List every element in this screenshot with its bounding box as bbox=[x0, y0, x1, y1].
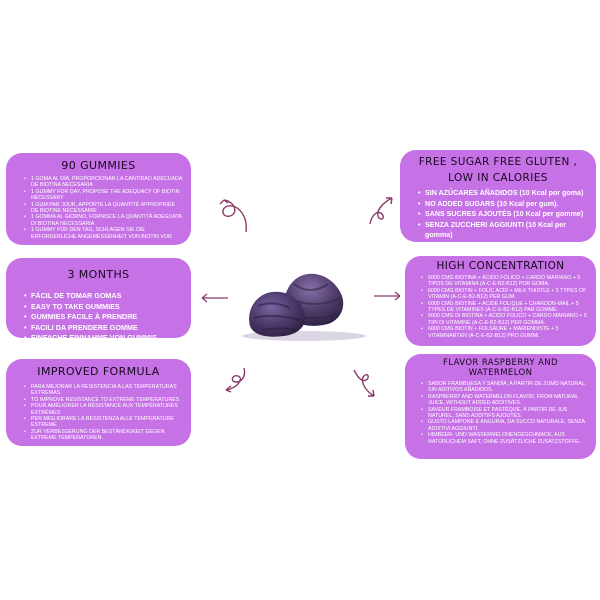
list-item: NO ADDED SUGARS (10 Kcal per gum). bbox=[418, 199, 590, 210]
feature-list: PARA MEJORAR LA RESISTENCIA A LAS TEMPER… bbox=[14, 384, 183, 442]
card-90-gummies: 90 GUMMIES 1 GOMA AL DÍA, PROPORCIONAR L… bbox=[6, 153, 191, 245]
card-title: 90 GUMMIES bbox=[61, 159, 136, 172]
feature-list: SIN AZÚCARES AÑADIDOS (10 Kcal por goma)… bbox=[406, 188, 590, 251]
list-item: EASY TO TAKE GUMMIES bbox=[24, 302, 183, 313]
card-title: HIGH CONCENTRATION bbox=[436, 260, 565, 272]
feature-list: FÁCIL DE TOMAR GOMAS EASY TO TAKE GUMMIE… bbox=[14, 291, 183, 344]
list-item: 1 GUMMY FÜR DEN TAG, SCHLAGEN SIE DIE ER… bbox=[24, 227, 183, 240]
list-item: 6000 CMG BIOTINA + ÁCIDO FÓLICO + CARDO … bbox=[421, 275, 590, 288]
arrow-left-icon bbox=[201, 293, 228, 303]
card-title: FREE SUGAR FREE GLUTEN , LOW IN CALORIES bbox=[406, 154, 590, 186]
card-title-line: LOW IN CALORIES bbox=[448, 172, 548, 184]
card-title: 3 MONTHS bbox=[67, 268, 130, 281]
curly-arrow-icon bbox=[353, 369, 375, 397]
card-sugar-free: FREE SUGAR FREE GLUTEN , LOW IN CALORIES… bbox=[400, 150, 596, 251]
feature-list: 6000 CMG BIOTINA + ÁCIDO FÓLICO + CARDO … bbox=[411, 275, 590, 339]
list-item: 6000 CMG DI BIOTINA + ACIDO FOLICO + CAR… bbox=[421, 313, 590, 326]
list-item: ZUR VERBESSERUNG DER BESTÄNDIGKEIT GEGEN… bbox=[24, 429, 183, 442]
card-flavor: FLAVOR RASPBERRY AND WATERMELON SABOR FR… bbox=[405, 354, 596, 459]
list-item: SAVEUR FRAMBOISE ET PASTÈQUE, À PARTIR D… bbox=[421, 407, 590, 420]
gummy-product-image bbox=[242, 273, 366, 341]
list-item: FÁCIL DE TOMAR GOMAS bbox=[24, 291, 183, 302]
list-item: GUMMIES FACILE À PRENDRE bbox=[24, 312, 183, 323]
list-item: SENZA ZUCCHERI AGGIUNTI (10 Kcal per gom… bbox=[418, 220, 590, 241]
list-item: RASPBERRY AND WATERMELON FLAVOR, FROM NA… bbox=[421, 394, 590, 407]
list-item: 6000 CMG BIOTIN + FOLSÄURE + MARIENDISTE… bbox=[421, 326, 590, 339]
card-improved-formula: IMPROVED FORMULA PARA MEJORAR LA RESISTE… bbox=[6, 359, 191, 446]
list-item: HIMBEER- UND WASSERMELONENGESCHMACK, AUS… bbox=[421, 432, 590, 445]
list-item: FACILI DA PRENDERE GOMME bbox=[24, 323, 183, 334]
list-item: SIN AZÚCARES AÑADIDOS (10 Kcal por goma) bbox=[418, 188, 590, 199]
list-item: 1 GOMA AL DÍA, PROPORCIONAR LA CANTIDAD … bbox=[24, 176, 183, 189]
list-item: 1 GUM PAR JOUR, APPORTE LA QUANTITÉ APPR… bbox=[24, 202, 183, 215]
list-item: PER MIGLIORARE LA RESISTENZA ALLE TEMPER… bbox=[24, 416, 183, 429]
list-item: SANS SUCRES AJOUTÉS (10 Kcal per gomme) bbox=[418, 209, 590, 220]
feature-list: 1 GOMA AL DÍA, PROPORCIONAR LA CANTIDAD … bbox=[14, 176, 183, 240]
card-title: IMPROVED FORMULA bbox=[37, 365, 160, 378]
list-item: 1 GUMMY FOR DAY, PROPOSE THE ADEQUACY OF… bbox=[24, 189, 183, 202]
curly-arrow-icon bbox=[225, 367, 246, 393]
list-item: 6000 CMG BIOTIN + FOLIC ACID + MILK THIS… bbox=[421, 288, 590, 301]
card-high-concentration: HIGH CONCENTRATION 6000 CMG BIOTINA + ÁC… bbox=[405, 256, 596, 346]
curly-arrow-icon bbox=[219, 199, 247, 233]
card-3-months: 3 MONTHS FÁCIL DE TOMAR GOMAS EASY TO TA… bbox=[6, 258, 191, 344]
arrow-right-icon bbox=[374, 291, 401, 301]
list-item: POUR AMÉLIORER LA RÉSISTANCE AUX TEMPÉRA… bbox=[24, 403, 183, 416]
list-item: PARA MEJORAR LA RESISTENCIA A LAS TEMPER… bbox=[24, 384, 183, 397]
card-title: FLAVOR RASPBERRY AND WATERMELON bbox=[442, 358, 559, 378]
list-item: GUSTO LAMPONE E ANGURIA, DA SUCCO NATURA… bbox=[421, 419, 590, 432]
gummy-front bbox=[249, 291, 306, 337]
list-item: 6000 CMG BIOTINE + ACIDE FOLIQUE + CHARD… bbox=[421, 301, 590, 314]
card-title-line: FREE SUGAR FREE GLUTEN , bbox=[418, 156, 578, 168]
list-item: EINFACHE EINNAHME VON GUMMIS bbox=[24, 333, 183, 344]
list-item: KEIN ZUCKERZUSATZ (10 Kcal pro Kaugummi) bbox=[418, 241, 590, 252]
list-item: 1 GOMMA AL GIORNO, FORNISCE LA QUANTITÀ … bbox=[24, 214, 183, 227]
list-item: TO IMPROVE RESISTANCE TO EXTREME TEMPERA… bbox=[24, 397, 183, 404]
feature-list: SABOR FRAMBUESA Y SANDÍA, A PARTIR DE ZU… bbox=[411, 381, 590, 445]
list-item: SABOR FRAMBUESA Y SANDÍA, A PARTIR DE ZU… bbox=[421, 381, 590, 394]
curly-arrow-icon bbox=[369, 197, 393, 225]
